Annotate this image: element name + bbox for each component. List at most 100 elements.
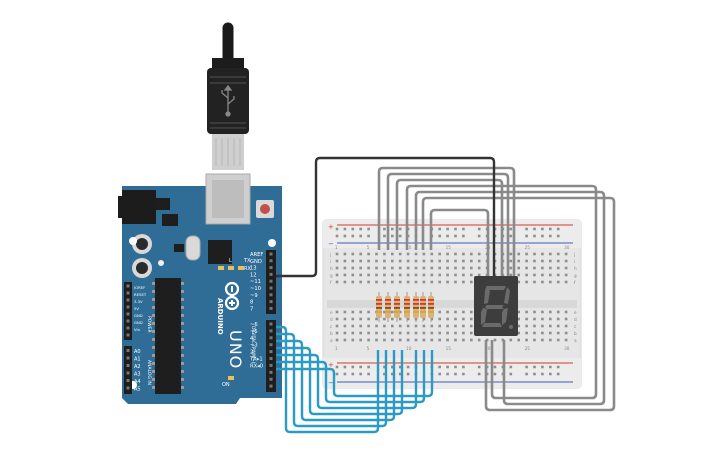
terminal-hole[interactable] [549,324,552,328]
terminal-hole[interactable] [517,338,520,342]
terminal-hole[interactable] [438,266,441,270]
terminal-hole[interactable] [406,259,410,263]
terminal-hole[interactable] [509,252,513,256]
terminal-hole[interactable] [525,310,528,314]
terminal-hole[interactable] [517,324,520,328]
rail-hole[interactable] [525,365,528,369]
rail-hole[interactable] [509,227,513,231]
rail-hole[interactable] [359,234,362,238]
terminal-hole[interactable] [406,338,410,342]
terminal-hole[interactable] [383,331,386,335]
terminal-hole[interactable] [462,259,465,263]
terminal-hole[interactable] [359,310,362,314]
terminal-hole[interactable] [541,324,544,328]
terminal-hole[interactable] [351,280,355,284]
terminal-hole[interactable] [454,280,457,284]
terminal-hole[interactable] [367,324,370,328]
terminal-hole[interactable] [493,338,497,342]
terminal-hole[interactable] [398,266,402,270]
terminal-hole[interactable] [422,331,426,335]
terminal-hole[interactable] [438,310,441,314]
terminal-hole[interactable] [541,338,544,342]
terminal-hole[interactable] [343,259,347,263]
rail-hole[interactable] [477,365,481,369]
terminal-hole[interactable] [462,324,465,328]
rail-hole[interactable] [462,227,465,231]
rail-hole[interactable] [383,227,386,231]
terminal-hole[interactable] [430,259,434,263]
rail-hole[interactable] [549,227,552,231]
terminal-hole[interactable] [462,280,465,284]
terminal-hole[interactable] [462,266,465,270]
rail-hole[interactable] [383,372,386,376]
terminal-hole[interactable] [525,273,528,277]
jumper-wire[interactable] [276,339,396,422]
terminal-hole[interactable] [517,266,520,270]
terminal-hole[interactable] [367,331,370,335]
terminal-hole[interactable] [406,280,410,284]
terminal-hole[interactable] [564,331,568,335]
terminal-hole[interactable] [525,331,528,335]
jumper-wire[interactable] [405,184,598,400]
terminal-hole[interactable] [438,338,441,342]
terminal-hole[interactable] [391,317,394,321]
terminal-hole[interactable] [477,273,481,277]
rail-hole[interactable] [351,227,355,231]
terminal-hole[interactable] [398,324,402,328]
jumper-wire[interactable] [377,166,516,280]
terminal-hole[interactable] [367,280,370,284]
terminal-hole[interactable] [351,338,355,342]
terminal-hole[interactable] [391,273,394,277]
terminal-hole[interactable] [367,252,370,256]
terminal-hole[interactable] [509,273,513,277]
terminal-hole[interactable] [398,331,402,335]
terminal-hole[interactable] [359,266,362,270]
terminal-hole[interactable] [343,324,347,328]
terminal-hole[interactable] [470,252,473,256]
terminal-hole[interactable] [470,266,473,270]
terminal-hole[interactable] [430,280,434,284]
rail-hole[interactable] [406,365,410,369]
rail-hole[interactable] [462,234,465,238]
seven-segment-display[interactable] [474,276,518,336]
terminal-hole[interactable] [533,280,536,284]
terminal-hole[interactable] [477,259,481,263]
rail-hole[interactable] [509,365,513,369]
terminal-hole[interactable] [391,252,394,256]
terminal-hole[interactable] [525,338,528,342]
terminal-hole[interactable] [383,280,386,284]
terminal-hole[interactable] [422,317,426,321]
jumper-wire[interactable] [429,208,490,276]
terminal-hole[interactable] [430,324,434,328]
rail-hole[interactable] [335,234,339,238]
terminal-hole[interactable] [398,252,402,256]
terminal-hole[interactable] [470,324,473,328]
terminal-hole[interactable] [343,331,347,335]
terminal-hole[interactable] [335,266,339,270]
rail-hole[interactable] [556,234,560,238]
rail-hole[interactable] [343,365,347,369]
terminal-hole[interactable] [438,252,441,256]
rail-hole[interactable] [493,372,497,376]
resistor[interactable] [428,292,434,322]
terminal-hole[interactable] [517,280,520,284]
terminal-hole[interactable] [477,338,481,342]
rail-hole[interactable] [462,372,465,376]
terminal-hole[interactable] [383,273,386,277]
ground-wire[interactable] [276,156,496,278]
terminal-hole[interactable] [541,280,544,284]
terminal-hole[interactable] [391,259,394,263]
terminal-hole[interactable] [343,252,347,256]
terminal-hole[interactable] [462,273,465,277]
terminal-hole[interactable] [533,273,536,277]
terminal-hole[interactable] [462,331,465,335]
terminal-hole[interactable] [477,252,481,256]
terminal-hole[interactable] [517,317,520,321]
terminal-hole[interactable] [383,252,386,256]
terminal-hole[interactable] [375,259,378,263]
resistor[interactable] [394,292,400,322]
jumper-wire[interactable] [276,350,418,410]
rail-hole[interactable] [462,365,465,369]
terminal-hole[interactable] [398,259,402,263]
